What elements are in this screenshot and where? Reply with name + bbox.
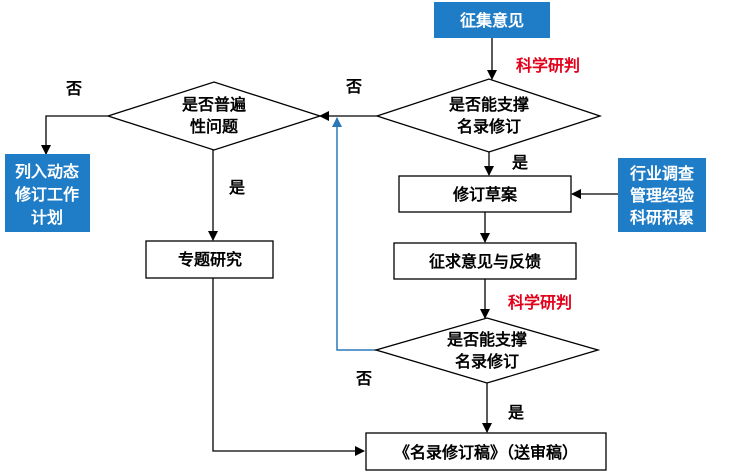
- solicit-feedback-box: 征求意见与反馈: [393, 242, 577, 280]
- arrow-general-to-plan: [41, 115, 108, 155]
- no-label-bottom: 否: [355, 369, 372, 388]
- revision-draft-box: 修订草案: [398, 175, 572, 213]
- scientific-judgment-label-bottom: 科学研判: [508, 293, 572, 312]
- decision-top-line2: 名录修订: [457, 117, 521, 136]
- decision-support-revision-top: 是否能支撑 名录修订: [374, 78, 603, 153]
- decision-support-revision-bottom: 是否能支撑 名录修订: [373, 317, 601, 384]
- collect-opinions-label: 征集意见: [460, 11, 524, 30]
- no-label-general: 否: [65, 79, 82, 98]
- decision-general-issue: 是否普遍 性问题: [105, 81, 323, 151]
- decision-general-line1: 是否普遍: [181, 95, 247, 114]
- collect-opinions-box: 征集意见: [434, 2, 550, 38]
- scientific-judgment-label-top: 科学研判: [516, 56, 580, 75]
- yes-label-bottom: 是: [507, 403, 524, 422]
- plan-line2: 修订工作: [14, 185, 79, 204]
- solicit-feedback-label: 征求意见与反馈: [429, 252, 541, 271]
- yes-label-general: 是: [228, 178, 245, 197]
- decision-bottom-line2: 名录修订: [455, 352, 519, 371]
- decision-general-line2: 性问题: [190, 117, 239, 136]
- research-sources-box: 行业调查 管理经验 科研积累: [618, 158, 706, 232]
- special-research-label: 专题研究: [178, 250, 242, 269]
- research-line3: 科研积累: [630, 208, 694, 227]
- decision-top-line1: 是否能支撑: [448, 95, 529, 114]
- yes-label-top: 是: [511, 153, 528, 172]
- final-draft-box: 《名录修订稿》（送审稿）: [365, 432, 607, 471]
- no-label-top: 否: [345, 77, 362, 96]
- plan-line3: 计划: [31, 208, 63, 227]
- research-line2: 管理经验: [630, 186, 695, 205]
- research-line1: 行业调查: [629, 164, 694, 183]
- plan-line1: 列入动态: [15, 162, 79, 181]
- connectors: [41, 38, 618, 456]
- dynamic-revision-plan-box: 列入动态 修订工作 计划: [5, 154, 90, 232]
- decision-bottom-line1: 是否能支撑: [446, 330, 527, 349]
- final-draft-label: 《名录修订稿》（送审稿）: [394, 443, 578, 462]
- arrow-special-to-final: [212, 278, 365, 456]
- revision-draft-label: 修订草案: [452, 185, 518, 204]
- special-research-box: 专题研究: [145, 240, 274, 279]
- arrow-decision-bottom-back-to-main: [332, 117, 376, 351]
